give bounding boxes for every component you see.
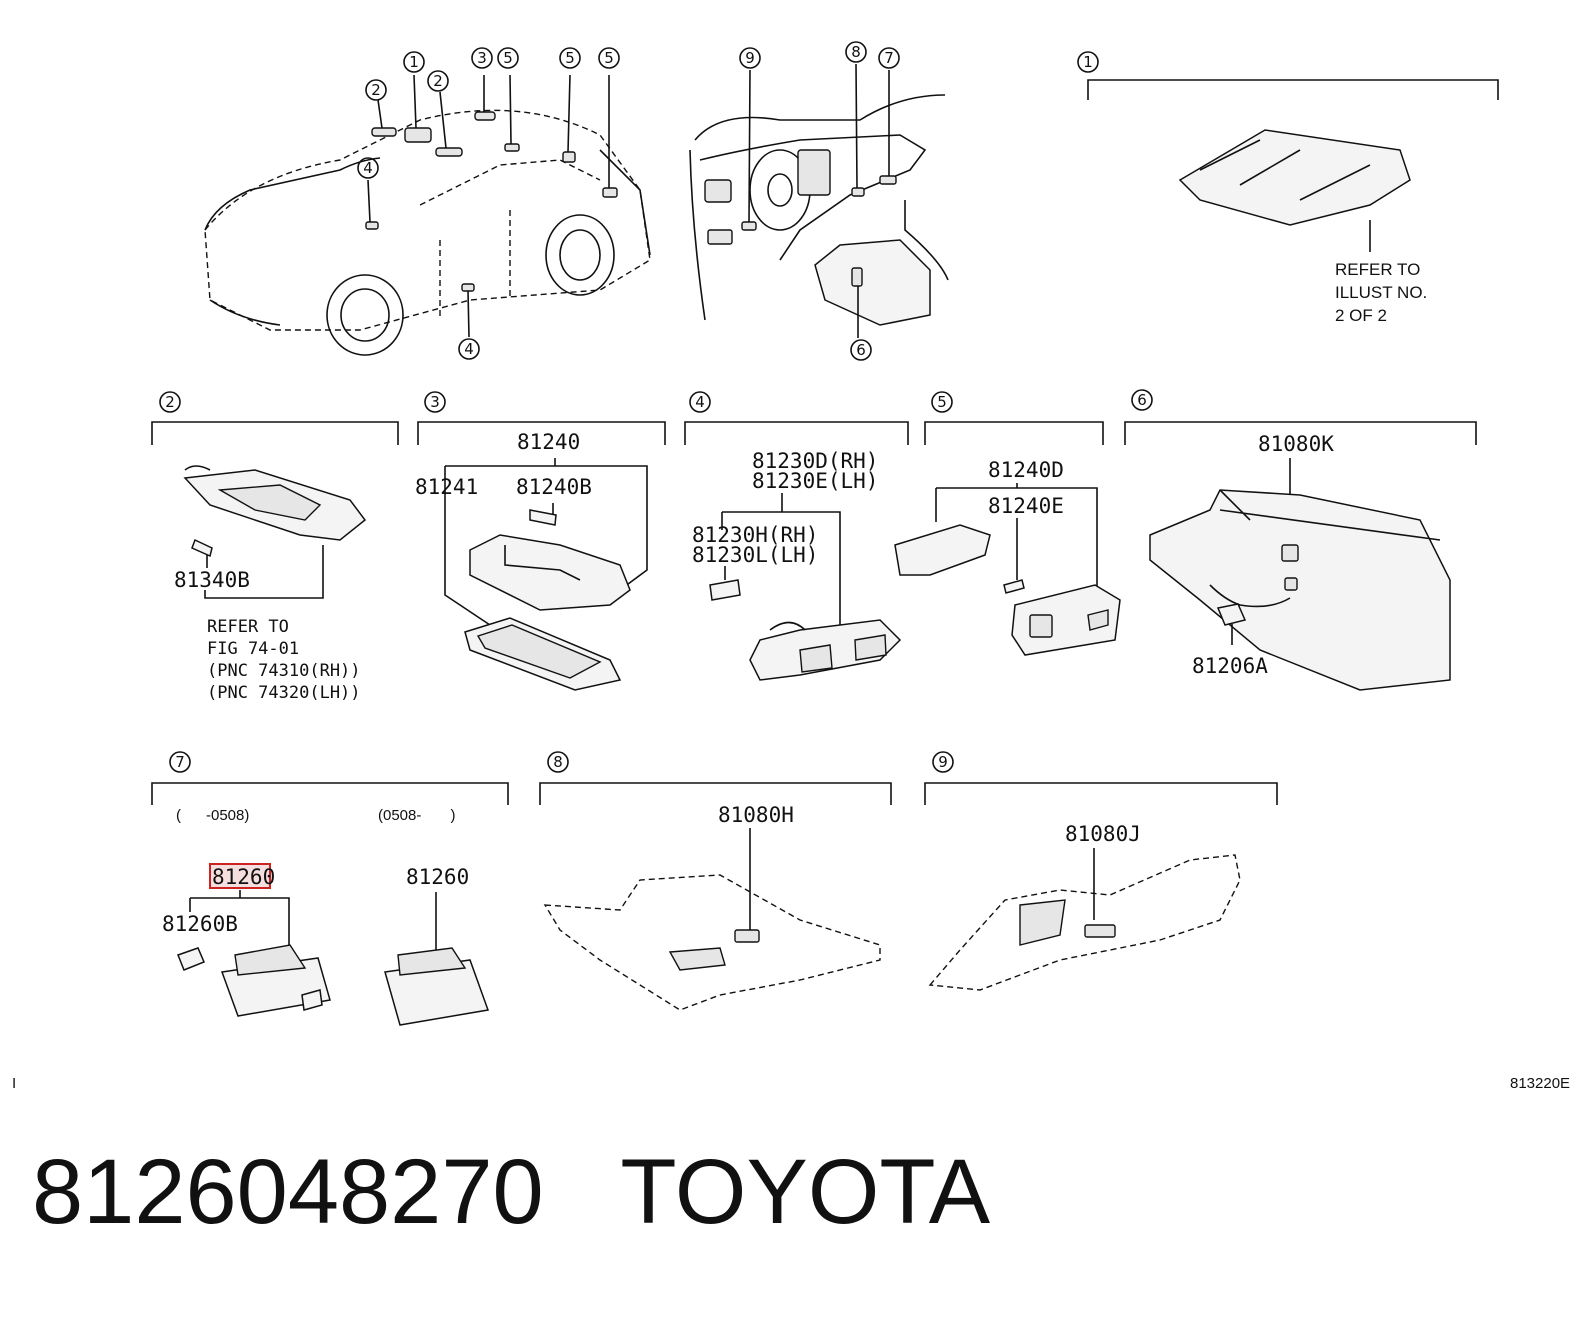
section-2-refer-line-1: REFER TO [207,617,289,637]
callout-5b: 5 [565,49,575,67]
highlight-box-81260 [209,863,271,889]
section-1-refer-line-2: ILLUST NO. [1335,283,1427,302]
callout-7: 7 [884,49,894,67]
section-5-callout: 5 [937,393,947,411]
caption: 8126048270 TOYOTA [32,1140,990,1245]
section-2-refer-line-3: (PNC 74310(RH)) [207,661,361,681]
section-2-refer-line-2: FIG 74-01 [207,639,299,659]
callout-9: 9 [745,49,755,67]
section-7-date-left: ( -0508) [176,807,249,824]
part-81240E: 81240E [988,494,1064,518]
section-1-refer-line-3: 2 OF 2 [1335,306,1387,325]
car-overview-illustration [204,74,651,356]
part-81340B: 81340B [174,568,250,592]
part-81240B: 81240B [516,475,592,499]
section-3-callout: 3 [430,393,440,411]
section-4: 4 81230D(RH) 81230E(LH) 81230H(RH) 81230… [684,391,909,681]
caption-part-number: 8126048270 [32,1141,544,1243]
callout-6: 6 [856,341,866,359]
part-81206A: 81206A [1192,654,1268,678]
part-81230E-LH: 81230E(LH) [752,469,878,493]
section-7-date-right: (0508- ) [378,807,456,824]
callout-5: 5 [503,49,513,67]
section-2: 2 81340B REFER TO FIG 74-01 (PNC 74310(R… [151,391,399,703]
part-81241: 81241 [415,475,478,499]
section-8: 8 81080H [539,751,892,1011]
section-3: 3 81240 81241 81240B [415,391,666,691]
car-callouts: 2 1 2 3 5 5 5 4 4 [357,47,620,360]
part-81230L-LH: 81230L(LH) [692,543,818,567]
section-9-callout: 9 [938,753,948,771]
part-81260-right: 81260 [406,865,469,889]
part-81080J: 81080J [1065,822,1141,846]
part-81260-highlighted: 81260 [212,865,275,889]
callout-4b: 4 [464,340,474,358]
section-1-callout: 1 [1083,53,1093,71]
section-1: 1 REFER TO ILLUST NO. 2 OF 2 [1077,51,1499,325]
section-8-callout: 8 [553,753,563,771]
callout-3: 3 [477,49,487,67]
section-2-callout: 2 [165,393,175,411]
section-9: 9 81080J [924,751,1278,991]
left-mark: I [12,1075,16,1092]
part-81240: 81240 [517,430,580,454]
part-81260B: 81260B [162,912,238,936]
figure-code: 813220E [1510,1075,1570,1092]
callout-2b: 2 [433,72,443,90]
part-81080H: 81080H [718,803,794,827]
caption-brand: TOYOTA [620,1141,991,1243]
section-6: 6 81080K 81206A [1124,389,1477,691]
dashboard-callouts: 9 8 7 6 [739,41,900,361]
callout-1: 1 [409,53,419,71]
section-6-callout: 6 [1137,391,1147,409]
part-81080K: 81080K [1258,432,1334,456]
callout-4: 4 [363,159,373,177]
section-2-refer-line-4: (PNC 74320(LH)) [207,683,361,703]
section-7: 7 ( -0508) (0508- ) 81260 81260B 81260 [151,751,509,1026]
callout-8: 8 [851,43,861,61]
dashboard-illustration [689,63,949,338]
section-1-refer-line-1: REFER TO [1335,260,1420,279]
section-5: 5 81240D 81240E [894,391,1121,656]
part-81240D: 81240D [988,458,1064,482]
section-7-callout: 7 [175,753,185,771]
part-81230D-RH: 81230D(RH) [752,449,878,473]
callout-2: 2 [371,81,381,99]
part-81230H-RH: 81230H(RH) [692,523,818,547]
section-4-callout: 4 [695,393,705,411]
callout-5c: 5 [604,49,614,67]
